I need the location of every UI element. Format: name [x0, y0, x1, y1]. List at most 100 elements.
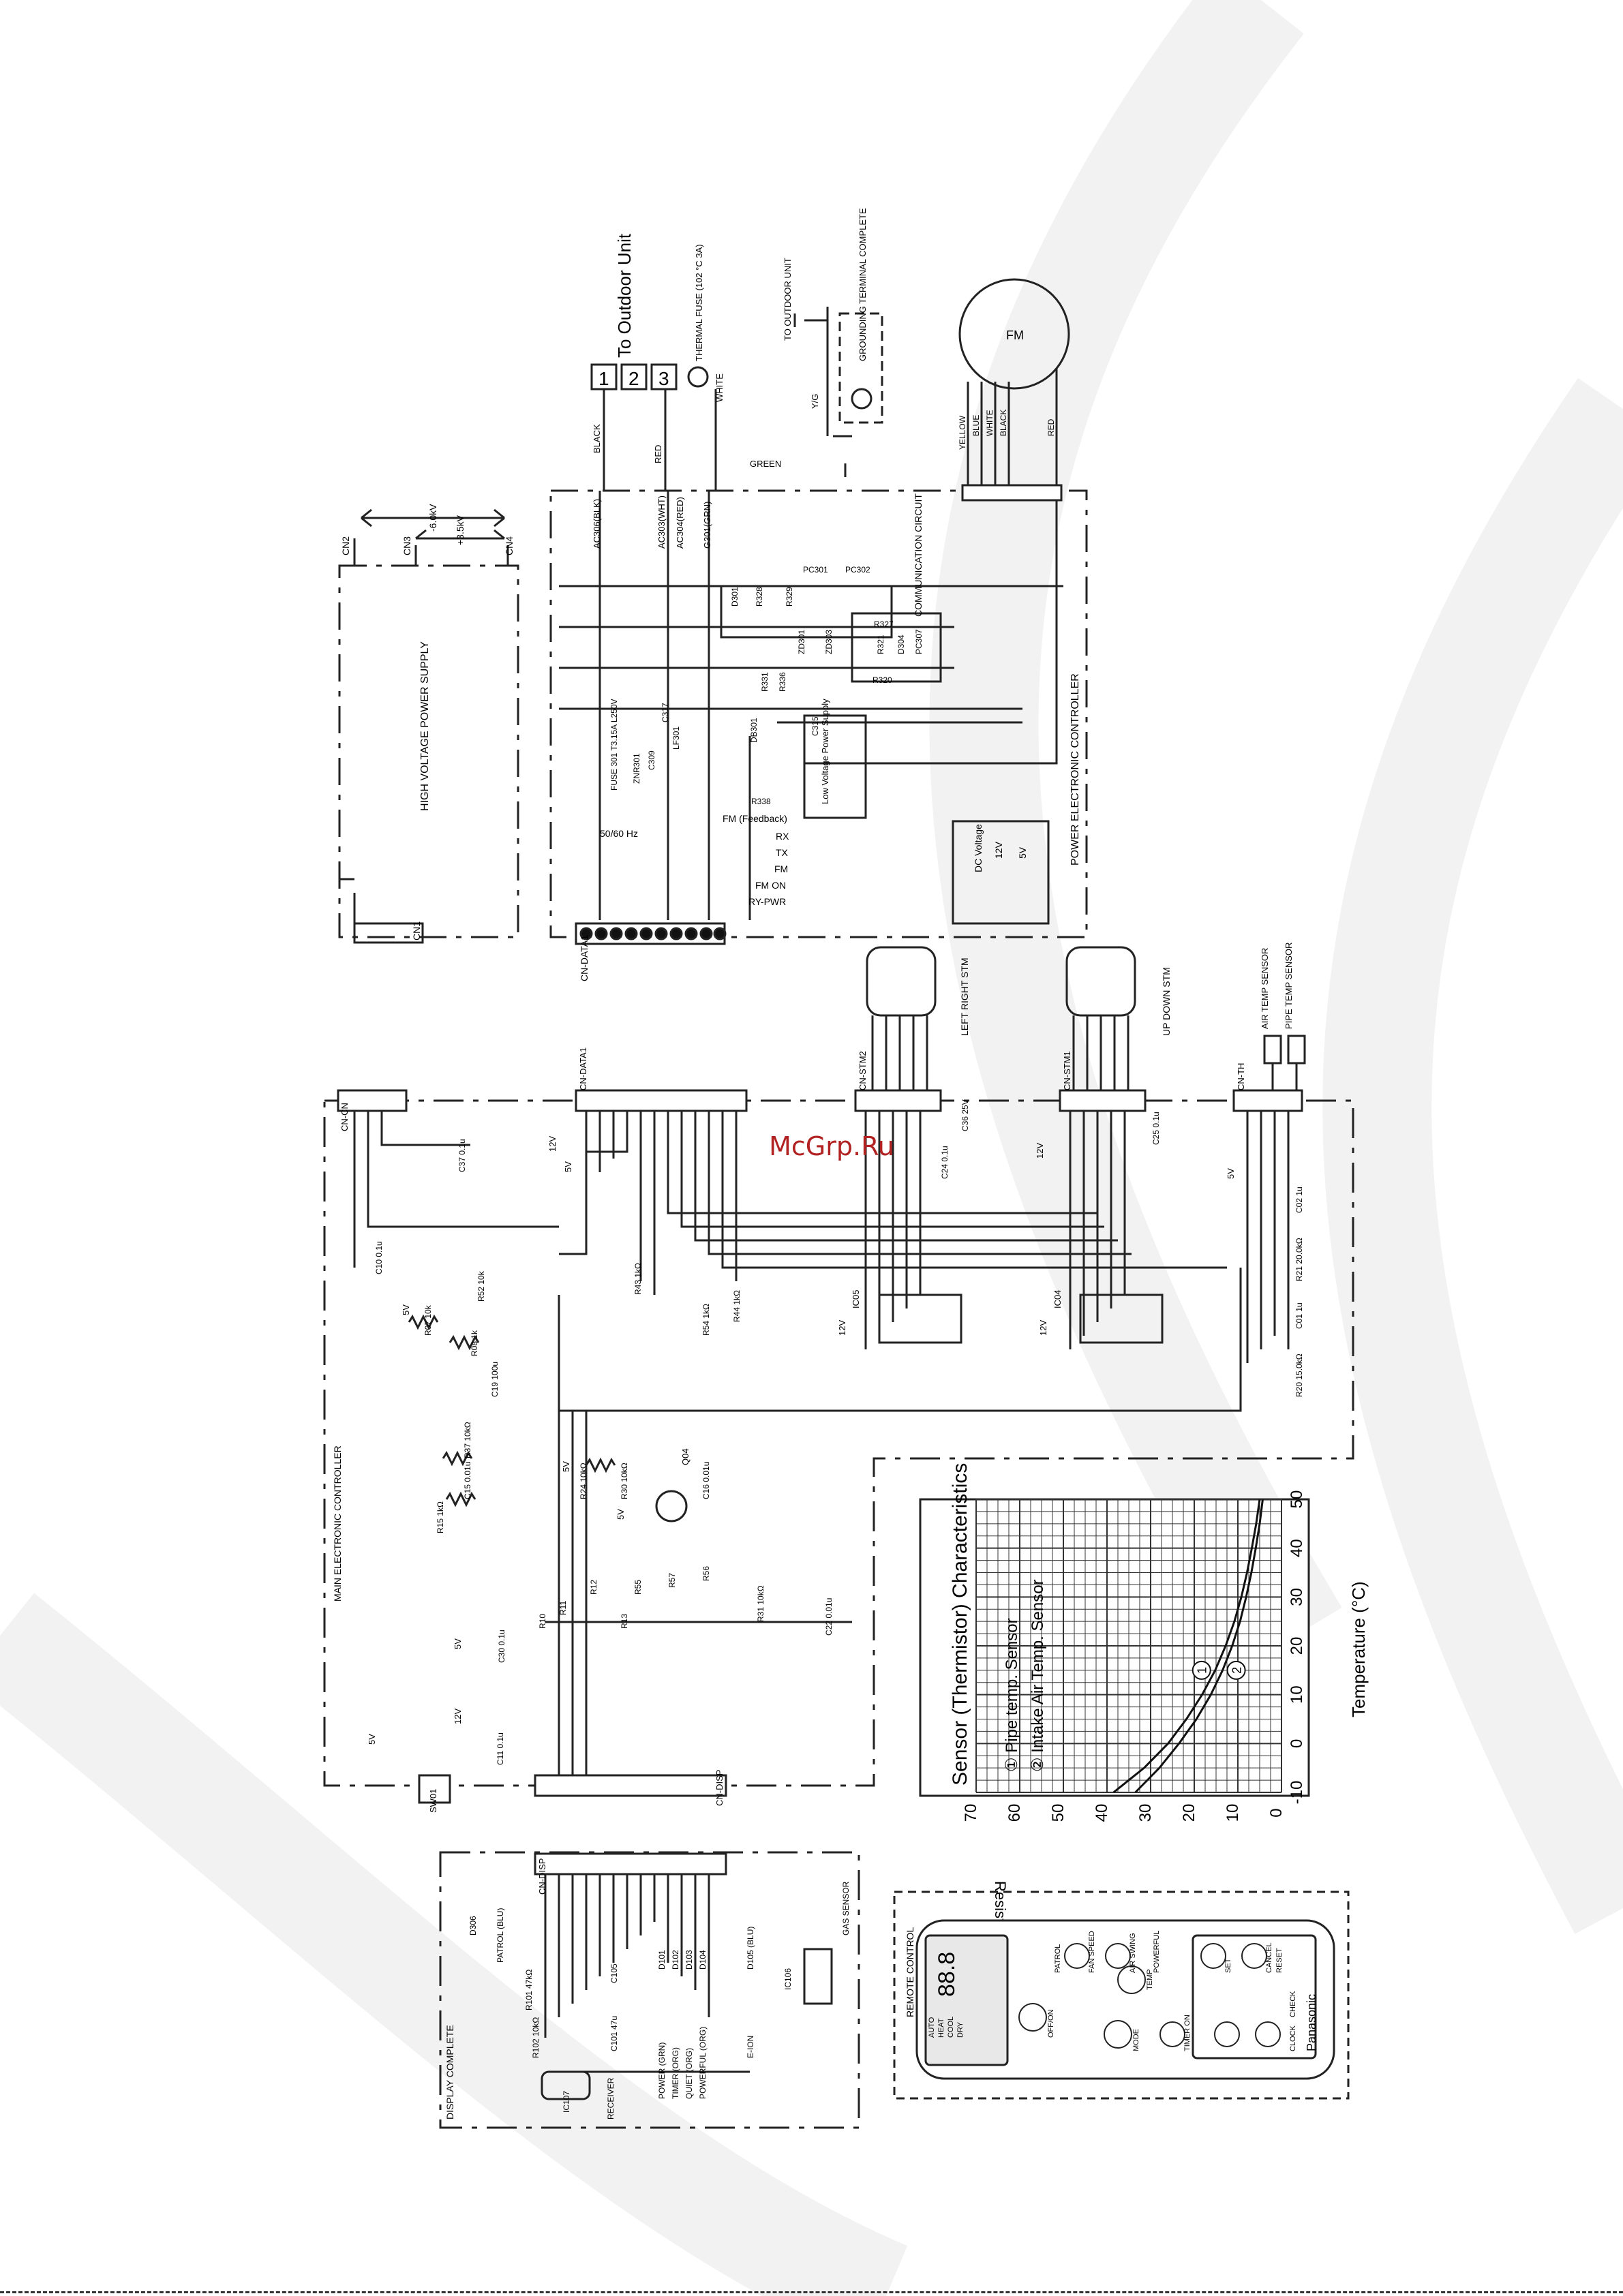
outdoor-terminals [590, 363, 717, 491]
chart-y-tick-label: 20 [1180, 1804, 1198, 1822]
remote-display: 88.8 [934, 1952, 960, 1997]
remote-label-cancel: CANCEL [1265, 1942, 1273, 1973]
dc-12v: 12V [993, 841, 1004, 859]
part-r13: R13 [620, 1614, 629, 1629]
power-controller-title: POWER ELECTRONIC CONTROLLER [1070, 673, 1081, 866]
remote-mode-auto: AUTO [928, 2017, 936, 2038]
pipe-temp-sensor-label: PIPE TEMP SENSOR [1284, 943, 1294, 1029]
d306-label: D306 [468, 1916, 478, 1935]
v-5v-c: 5V [401, 1304, 411, 1315]
c105-label: C105 [609, 1963, 619, 1983]
part-r55: R55 [633, 1580, 643, 1595]
sw01-label: SW01 [428, 1789, 438, 1813]
grounding-label: GROUNDING TERMINAL COMPLETE [858, 208, 868, 361]
wire-yellow: YELLOW [958, 415, 967, 450]
voltage-labels: 12V 5V 12V 5V 12V 12V 5V 5V 5V 5V 12V 5V [367, 1136, 1236, 1745]
cn1-label: CN1 [411, 921, 422, 940]
remote-control-block [893, 1891, 1350, 2100]
part-c19: C19 100u [490, 1362, 500, 1397]
fan-motor-label: FM [1006, 328, 1024, 342]
chart-x-tick-label: 20 [1288, 1637, 1306, 1655]
cn-data1-power-label: CN-DATA1 [579, 935, 590, 981]
d105-label: D105 (BLU) [746, 1927, 755, 1970]
remote-label-fan: FAN SPEED [1088, 1931, 1096, 1973]
part-r52: R52 10k [476, 1270, 486, 1302]
low-voltage-label: Low Voltage Power Supply [820, 699, 830, 804]
cn-th-label: CN-TH [1236, 1063, 1246, 1090]
chart-y-tick-label: 0 [1267, 1808, 1286, 1817]
wire-red-fm: RED [1046, 418, 1056, 436]
part-r07: R07 10k [423, 1304, 433, 1336]
to-outdoor-ground-label: TO OUTDOOR UNIT [783, 258, 793, 341]
patrol-label: PATROL (BLU) [496, 1908, 505, 1963]
part-r31: R31 10kΩ [756, 1585, 765, 1622]
dc-5v: 5V [1017, 846, 1028, 859]
part-r20: R20 15.0kΩ [1294, 1353, 1304, 1397]
timer-led-label: TIMER (ORG) [671, 2047, 680, 2099]
hv-title: HIGH VOLTAGE POWER SUPPLY [419, 641, 431, 811]
part-r08: R08 1k [470, 1330, 479, 1356]
r320: R320 [873, 675, 892, 685]
r331: R331 [760, 672, 770, 692]
part-r54: R54 1kΩ [701, 1304, 711, 1336]
r101-label: R101 47kΩ [524, 1970, 534, 2010]
chart-x-tick-label: 0 [1288, 1739, 1306, 1748]
chart-series-line-2 [1134, 1499, 1264, 1794]
air-temp-sensor-label: AIR TEMP SENSOR [1260, 948, 1270, 1029]
lf301: LF301 [671, 726, 681, 750]
wire-white: WHITE [714, 373, 725, 402]
hv-cn3: CN3 [401, 536, 412, 555]
part-c30: C30 0.1u [497, 1629, 506, 1663]
ic-labels: IC05 IC04 Q04 [680, 1290, 1063, 1465]
part-r57: R57 [667, 1573, 677, 1588]
remote-label-clock: CLOCK [1289, 2025, 1297, 2051]
d101-label: D101 [657, 1950, 667, 1970]
wire-blue: BLUE [971, 415, 981, 436]
v-12v-e: 12V [453, 1709, 463, 1724]
remote-label-swing: AIR SWING [1129, 1933, 1137, 1973]
db301: DB301 [749, 718, 759, 743]
remote-mode-heat: HEAT [937, 2018, 945, 2038]
remote-button-labels: OFF/ON MODE TEMP FAN SPEED AIR SWING POW… [928, 1931, 1297, 2051]
wire-black: BLACK [592, 424, 602, 453]
part-r11: R11 [558, 1601, 568, 1615]
hv-cn2: CN2 [340, 536, 351, 555]
d301: D301 [730, 587, 740, 607]
part-r30: R30 10kΩ [620, 1463, 629, 1499]
chart-series-marker-label-2: 2 [1230, 1667, 1244, 1674]
grounding-block [793, 307, 883, 477]
signal-fm-feedback: FM (Feedback) [723, 813, 787, 824]
remote-brand: Panasonic [1305, 1994, 1318, 2051]
chart-y-tick-label: 70 [962, 1804, 980, 1822]
chart-x-tick-label: 50 [1288, 1490, 1306, 1509]
part-c01: C01 1u [1294, 1302, 1304, 1329]
remote-mode-cool: COOL [947, 2017, 955, 2038]
remote-timer-on-button [1159, 2021, 1185, 2047]
part-r15: R15 1kΩ [436, 1501, 445, 1533]
zd301: ZD301 [797, 630, 806, 654]
remote-swing-button [1105, 1943, 1131, 1969]
ic05-label: IC05 [851, 1290, 861, 1308]
remote-label-timer: TIMER ON [1183, 2015, 1192, 2051]
r327: R327 [874, 619, 894, 629]
chart-series-line-1 [1112, 1499, 1261, 1794]
d104-label: D104 [698, 1950, 708, 1970]
remote-power-button [1018, 2003, 1047, 2032]
r336: R336 [778, 672, 787, 692]
part-c15: C15 0.01u [463, 1462, 472, 1499]
remote-label-check: CHECK [1289, 1991, 1297, 2017]
main-part-labels: C37 0.1u C10 0.1u R07 10k R52 10k R08 1k… [374, 1099, 1304, 1765]
d102-label: D102 [671, 1950, 680, 1970]
part-r44: R44 1kΩ [732, 1290, 742, 1322]
signal-ry-pwr: RY-PWR [748, 896, 786, 907]
chart-x-tick-label: 10 [1288, 1685, 1306, 1704]
c317: C317 [661, 703, 670, 722]
to-outdoor-unit-label: To Outdoor Unit [614, 233, 635, 358]
part-c02: C02 1u [1294, 1187, 1304, 1213]
watermark-text: McGrp.Ru [769, 1131, 894, 1161]
chart-xlabel: Temperature (°C) [1348, 1581, 1369, 1717]
main-connector-labels: CN-CN CN-DATA1 CN-STM2 CN-STM1 CN-TH CN-… [339, 1047, 1246, 1813]
wire-green: GREEN [750, 459, 781, 469]
